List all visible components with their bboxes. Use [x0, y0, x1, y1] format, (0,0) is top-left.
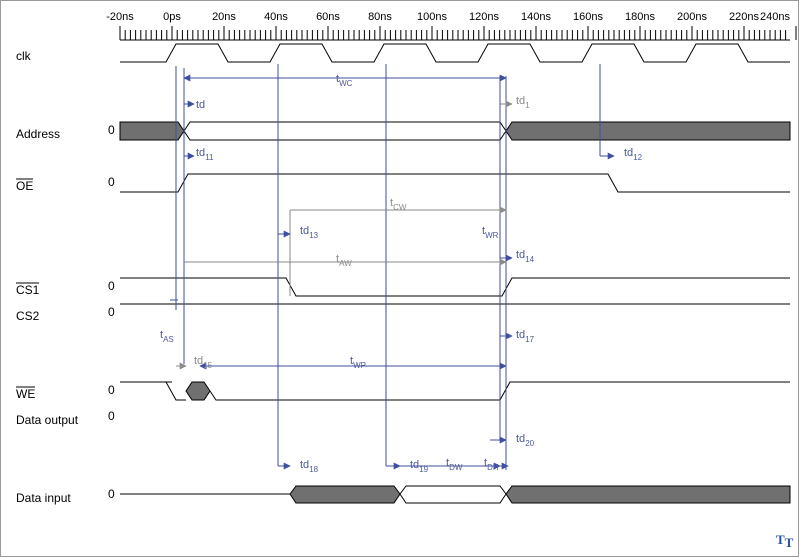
axis-tick-label: 120ns — [469, 11, 499, 23]
minor-ticks — [119, 30, 787, 40]
time-axis: -20ns 0ps 20ns 40ns 60ns 80ns 100ns 120ns 140ns 1… — [106, 11, 797, 41]
signal-label-address: Address — [16, 127, 60, 141]
axis-tick-label: 180ns — [625, 11, 655, 23]
address-window — [183, 121, 507, 141]
label-tdh: tDH — [484, 457, 499, 472]
signal-label-cs1: CS1 — [16, 283, 40, 297]
label-tas: tAS — [160, 329, 174, 344]
din-valid-1 — [289, 485, 401, 504]
signal-label-cs2: CS2 — [16, 309, 40, 323]
din-valid-2 — [505, 485, 791, 504]
axis-tick-label: 60ns — [316, 11, 340, 23]
label-td: td — [196, 99, 205, 111]
label-td20: td20 — [516, 433, 535, 448]
label-tdw: tDW — [446, 457, 463, 472]
signal-labels: clk Address OE CS1 CS2 WE Data output Da… — [16, 49, 79, 505]
signal-label-data-input: Data input — [16, 491, 71, 505]
axis-tick-label: 80ns — [368, 11, 392, 23]
axis-tick-label: -20ns — [106, 11, 134, 23]
signal-label-oe: OE — [16, 179, 33, 193]
label-twr: tWR — [482, 225, 499, 240]
label-td11: td11 — [196, 147, 214, 162]
label-td13: td13 — [300, 225, 319, 240]
axis-tick-label: 100ns — [417, 11, 447, 23]
label-td17: td17 — [516, 329, 535, 344]
signal-label-we: WE — [16, 387, 35, 401]
axis-tick-label: 40ns — [264, 11, 288, 23]
label-td18: td18 — [300, 459, 319, 474]
axis-tick-label: 0ps — [163, 11, 181, 23]
axis-tick-label: 220ns — [729, 11, 759, 23]
label-td14: td14 — [516, 249, 535, 264]
label-tcw: tCW — [390, 197, 407, 212]
init-oe: 0 — [108, 175, 115, 189]
axis-tick-label: 20ns — [212, 11, 236, 23]
axis-tick-label: 140ns — [521, 11, 551, 23]
init-din: 0 — [108, 487, 115, 501]
address-valid-left — [119, 121, 185, 141]
tick-labels: -20ns 0ps 20ns 40ns 60ns 80ns 100ns 120ns 140ns 1… — [106, 11, 797, 40]
oe-waveform — [120, 173, 790, 193]
label-td19: td19 — [410, 459, 429, 474]
label-twc: tWC — [336, 73, 353, 88]
clk-waveform — [120, 43, 790, 63]
init-cs2: 0 — [108, 305, 115, 319]
init-dout: 0 — [108, 409, 115, 423]
signal-label-clk: clk — [16, 49, 32, 63]
label-td15: td15 — [194, 355, 213, 370]
label-taw: tAW — [336, 253, 352, 268]
init-address: 0 — [108, 123, 115, 137]
we-waveform-high — [165, 381, 790, 401]
annotation-labels: tWC td td1 td11 td12 tCW td13 tWR tAW td… — [160, 73, 643, 474]
din-window — [399, 485, 507, 504]
init-we: 0 — [108, 383, 115, 397]
timing-arrows — [170, 64, 615, 470]
axis-tick-label: 200ns — [677, 11, 707, 23]
initial-values: 0 0 0 0 0 0 0 — [108, 123, 115, 501]
label-td1: td1 — [516, 95, 530, 110]
timing-tool-logo-icon: TT — [776, 532, 794, 550]
axis-tick-label: 240ns — [760, 11, 790, 23]
signal-label-data-output: Data output — [16, 413, 79, 427]
waveforms — [119, 43, 791, 504]
we-pulse — [185, 381, 211, 401]
axis-tick-label: 160ns — [573, 11, 603, 23]
address-valid-right — [505, 121, 791, 141]
label-td12: td12 — [624, 147, 643, 162]
label-twp: tWP — [350, 355, 366, 370]
init-cs1: 0 — [108, 279, 115, 293]
cs1-waveform — [120, 277, 790, 297]
